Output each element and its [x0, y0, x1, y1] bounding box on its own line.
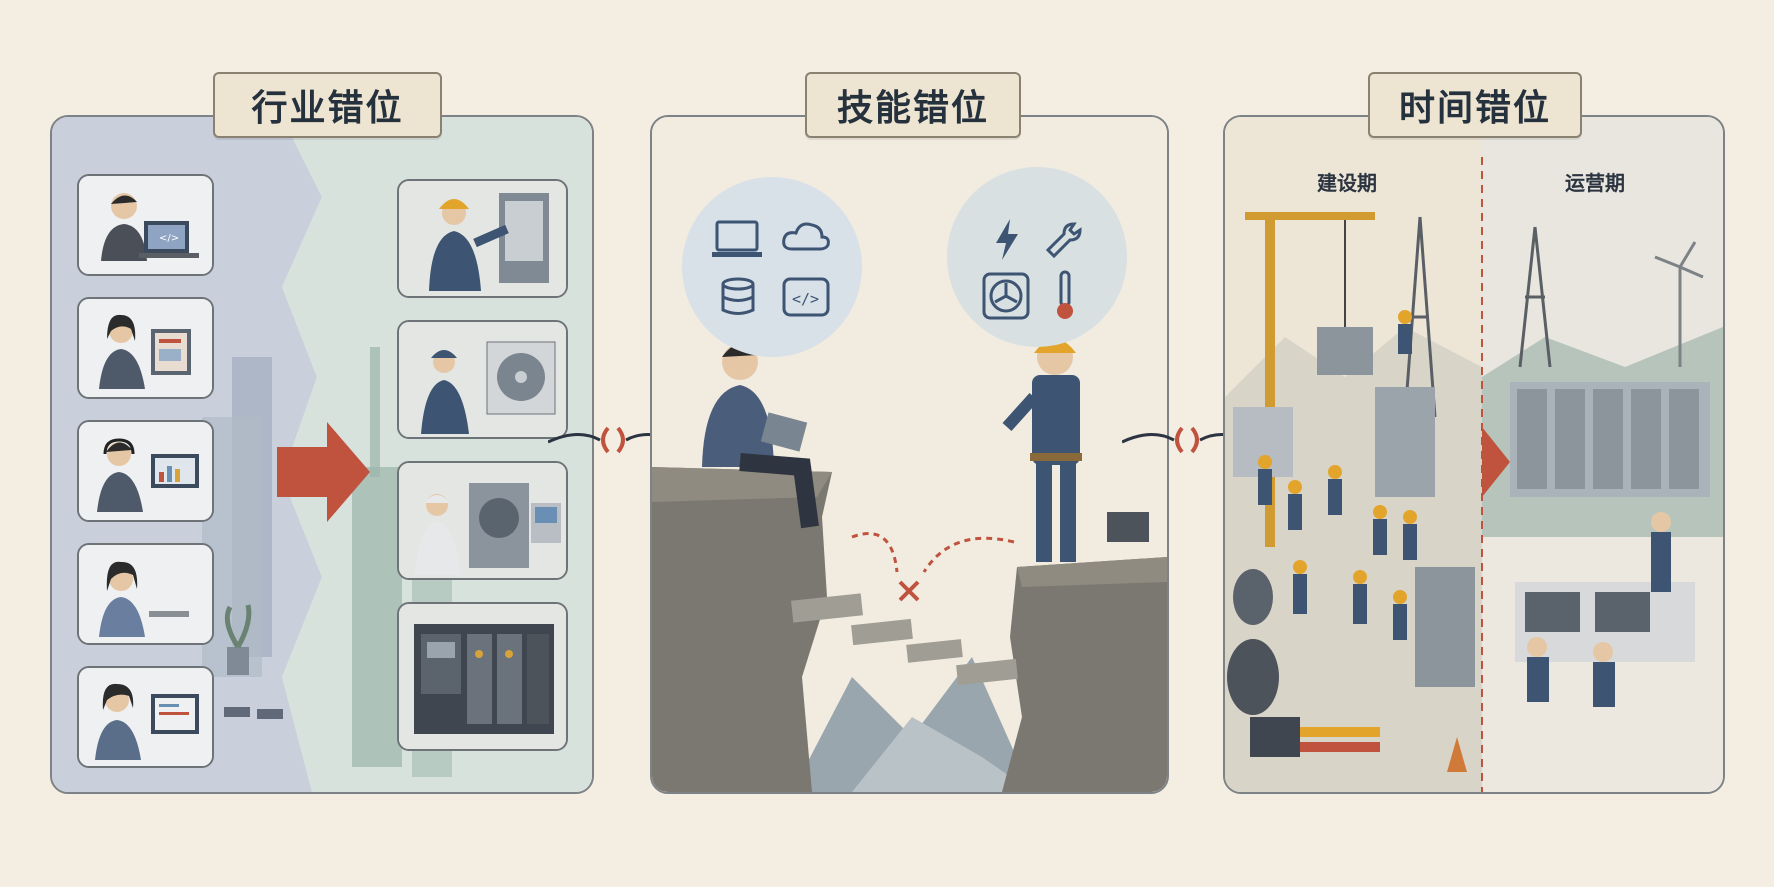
- hvac-technician-scene: [397, 320, 568, 439]
- skill-mismatch-panel: </>: [650, 115, 1169, 794]
- transition-arrow: [277, 422, 370, 522]
- panel-title-industry: 行业错位: [213, 72, 442, 138]
- svg-text:</>: </>: [159, 233, 179, 244]
- office-worker-headset: [77, 420, 214, 522]
- panel-title-time: 时间错位: [1368, 72, 1582, 138]
- office-worker-programmer: </>: [77, 174, 214, 276]
- field-skills-bubble: [947, 167, 1127, 347]
- control-cabinet-scene: [397, 602, 568, 751]
- laptop-icon: [712, 220, 762, 257]
- lightning-icon: [996, 219, 1018, 260]
- construction-period-label: 建设期: [1317, 171, 1377, 195]
- electrician-panel-scene: [397, 179, 568, 298]
- operation-period-label: 运营期: [1565, 171, 1625, 195]
- office-worker-headset-woman: [77, 543, 214, 645]
- thermometer-icon: [1057, 270, 1073, 319]
- cliff-gap-illustration: [652, 117, 1167, 792]
- industry-mismatch-panel: </>: [50, 115, 594, 794]
- svg-text:</>: </>: [792, 290, 819, 308]
- it-skills-bubble: [682, 177, 862, 357]
- time-mismatch-panel: 建设期 运营期: [1223, 115, 1725, 794]
- fan-icon: [982, 272, 1030, 320]
- construction-vs-operation-illustration: [1225, 117, 1723, 792]
- database-icon: [721, 277, 755, 315]
- code-icon: </>: [782, 277, 830, 317]
- office-worker-tablet: [77, 297, 214, 399]
- panel-title-skill: 技能错位: [805, 72, 1021, 138]
- office-worker-laptop-woman: [77, 666, 214, 768]
- cloud-icon: [782, 222, 830, 251]
- factory-operator-scene: [397, 461, 568, 580]
- wrench-icon: [1045, 222, 1082, 259]
